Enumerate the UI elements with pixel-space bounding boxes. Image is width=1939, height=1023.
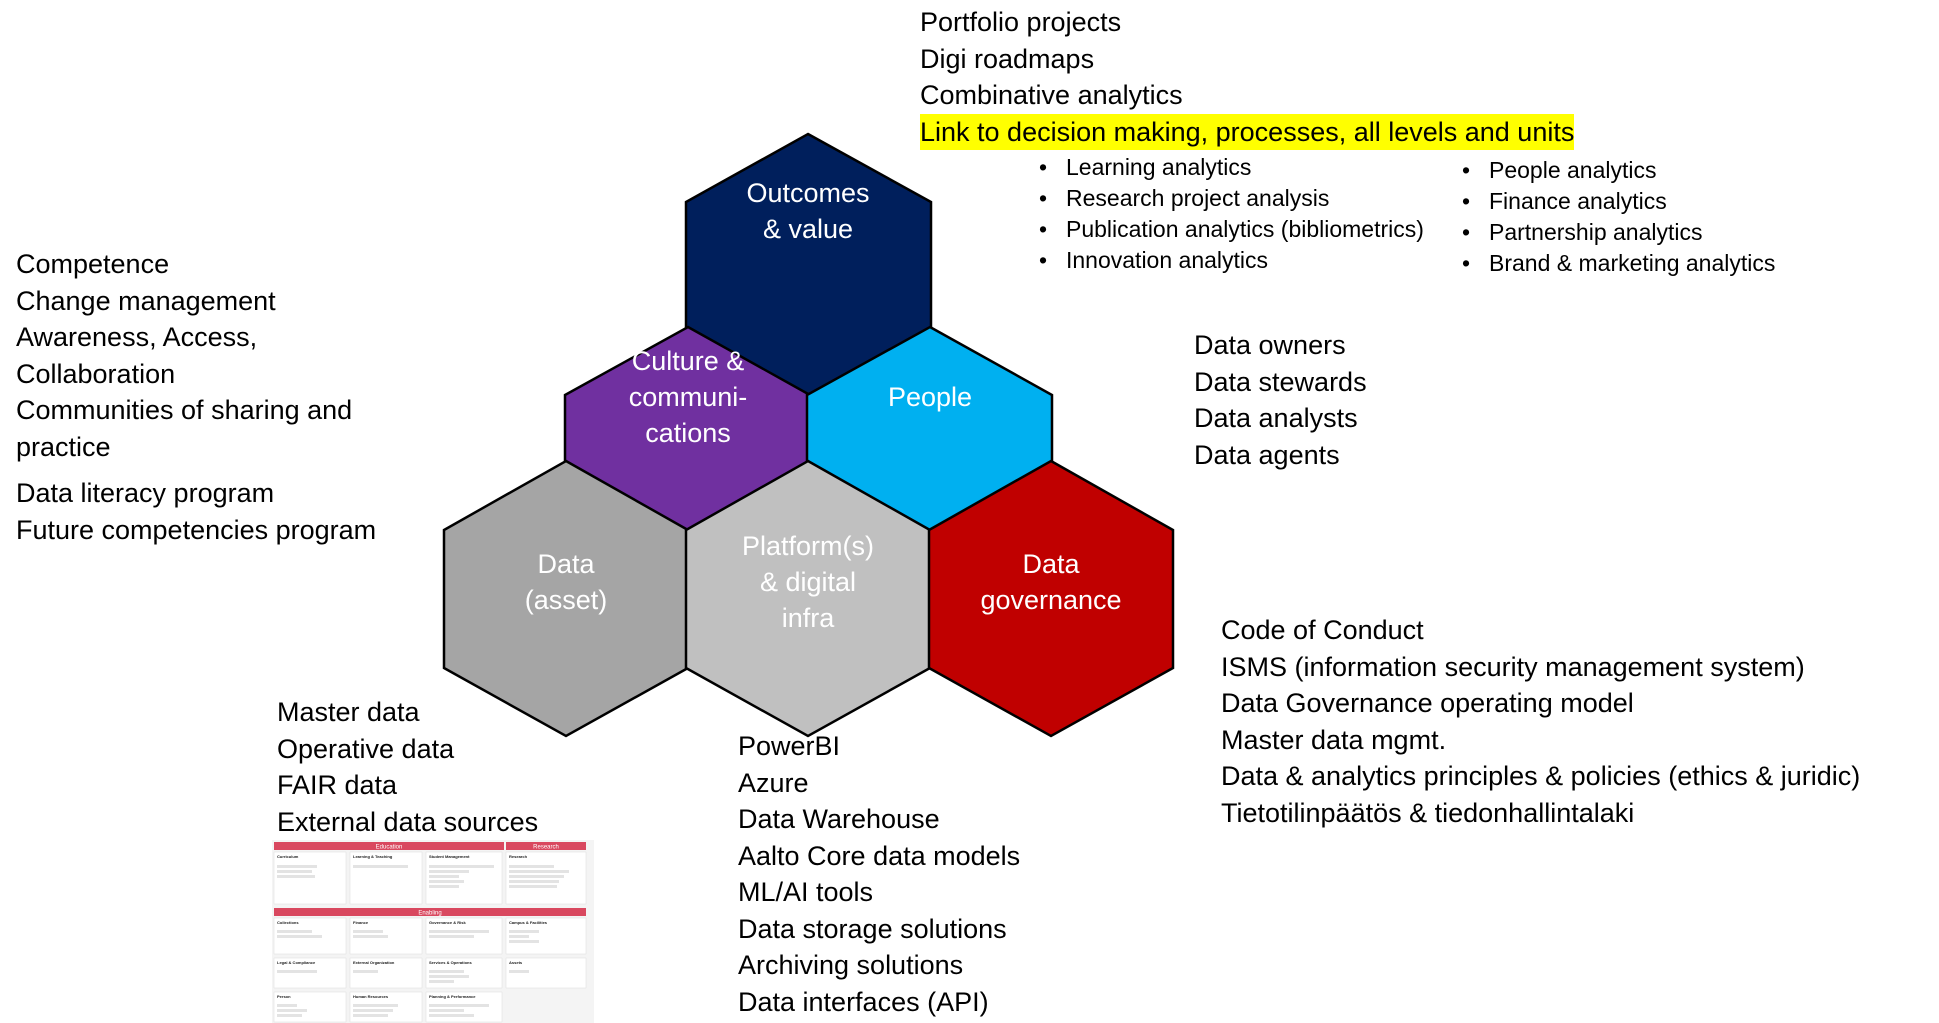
governance-line: Data & analytics principles & policies (… xyxy=(1221,761,1861,791)
bullet-item: Innovation analytics xyxy=(1036,245,1424,276)
culture-line: Data literacy program xyxy=(16,478,275,508)
thumb-card-title: Governance & Risk xyxy=(429,920,466,925)
data-text: Master data Operative data FAIR data Ext… xyxy=(277,694,538,840)
bullet-item: Learning analytics xyxy=(1036,152,1424,183)
thumb-section-title: Research xyxy=(533,845,559,851)
culture-line: Collaboration xyxy=(16,358,176,389)
governance-line: ISMS (information security management sy… xyxy=(1221,651,1805,682)
data-line: Operative data xyxy=(277,733,455,764)
thumb-card-title: Campus & Facilities xyxy=(509,920,548,925)
outcomes-line: Portfolio projects xyxy=(920,7,1122,37)
bullet-item: Publication analytics (bibliometrics) xyxy=(1036,214,1424,245)
thumb-header-enabling xyxy=(274,908,586,916)
platform-line: Data storage solutions xyxy=(738,913,1007,944)
thumb-card-title: Collections xyxy=(277,920,299,925)
thumb-header-education xyxy=(274,842,504,850)
outcomes-bullets-right: People analytics Finance analytics Partn… xyxy=(1459,155,1775,279)
bullet-item: Partnership analytics xyxy=(1459,217,1775,248)
thumb-card-title: Curriculum xyxy=(277,854,299,859)
platform-line: Azure xyxy=(738,767,809,798)
thumb-card-title: Research xyxy=(509,854,528,859)
thumb-card-title: Student Management xyxy=(429,854,470,859)
thumb-card-title: External Organization xyxy=(353,960,395,965)
hex-governance xyxy=(927,459,1175,738)
hex-people-label: People xyxy=(887,382,973,412)
thumb-section-title: Education xyxy=(376,845,403,851)
governance-text: Code of Conduct ISMS (information securi… xyxy=(1221,612,1860,831)
hex-data-label: Data (asset) xyxy=(524,549,608,615)
platform-line: ML/AI tools xyxy=(738,877,874,907)
governance-line: Tietotilinpäätös & tiedonhallintalaki xyxy=(1221,797,1635,828)
thumb-header-research xyxy=(506,842,586,850)
outcomes-highlight: Link to decision making, processes, all … xyxy=(920,113,1575,150)
platform-line: PowerBI xyxy=(738,731,841,761)
thumb-card-title: Planning & Performance xyxy=(429,994,476,999)
platform-text: PowerBI Azure Data Warehouse Aalto Core … xyxy=(738,728,1020,1020)
platform-line: Data interfaces (API) xyxy=(738,986,989,1017)
thumb-card-title: Assets xyxy=(509,960,523,965)
culture-line: Communities of sharing and xyxy=(16,395,353,425)
data-line: External data sources xyxy=(277,806,539,837)
culture-line: Future competencies program xyxy=(16,514,377,545)
governance-line: Data Governance operating model xyxy=(1221,688,1634,718)
outcomes-bullets-left: Learning analytics Research project anal… xyxy=(1036,152,1424,276)
bullet-item: Finance analytics xyxy=(1459,186,1775,217)
people-line: Data owners xyxy=(1194,330,1346,360)
outcomes-text: Portfolio projects Digi roadmaps Combina… xyxy=(920,4,1575,150)
platform-line: Archiving solutions xyxy=(738,950,964,980)
hex-governance-label: Data governance xyxy=(980,549,1122,615)
bullet-item: People analytics xyxy=(1459,155,1775,186)
outcomes-line: Combinative analytics xyxy=(920,80,1183,110)
data-model-thumbnail: Education Research Enabling Curriculum L… xyxy=(272,840,594,1023)
hex-culture-label: Culture & communi- cations xyxy=(628,346,748,448)
culture-programs: Data literacy program Future competencie… xyxy=(16,475,376,548)
data-line: FAIR data xyxy=(277,770,398,800)
hex-platform-label: Platform(s) & digital infra xyxy=(741,531,874,633)
thumb-card-title: Human Resources xyxy=(353,994,389,999)
platform-line: Aalto Core data models xyxy=(738,840,1021,871)
thumb-card-title: Person xyxy=(277,994,291,999)
governance-line: Master data mgmt. xyxy=(1221,724,1447,755)
bullet-item: Research project analysis xyxy=(1036,183,1424,214)
people-line: Data stewards xyxy=(1194,366,1367,397)
people-text: Data owners Data stewards Data analysts … xyxy=(1194,327,1367,473)
people-line: Data agents xyxy=(1194,439,1340,470)
culture-line: Change management xyxy=(16,285,276,316)
culture-line: practice xyxy=(16,431,111,462)
culture-text: Competence Change management Awareness, … xyxy=(16,246,352,465)
culture-line: Awareness, Access, xyxy=(16,322,258,352)
governance-line: Code of Conduct xyxy=(1221,615,1424,645)
hex-outcomes-label: Outcomes & value xyxy=(746,178,870,244)
platform-line: Data Warehouse xyxy=(738,804,940,834)
thumb-card-title: Services & Operations xyxy=(429,960,472,965)
outcomes-line: Digi roadmaps xyxy=(920,43,1095,74)
data-line: Master data xyxy=(277,697,420,727)
people-line: Data analysts xyxy=(1194,403,1358,433)
thumb-section-title: Enabling xyxy=(418,911,441,917)
culture-line: Competence xyxy=(16,249,170,279)
bullet-item: Brand & marketing analytics xyxy=(1459,248,1775,279)
thumb-card-title: Learning & Teaching xyxy=(353,854,393,859)
thumb-card-title: Finance xyxy=(353,920,369,925)
thumb-card-title: Legal & Compliance xyxy=(277,960,316,965)
